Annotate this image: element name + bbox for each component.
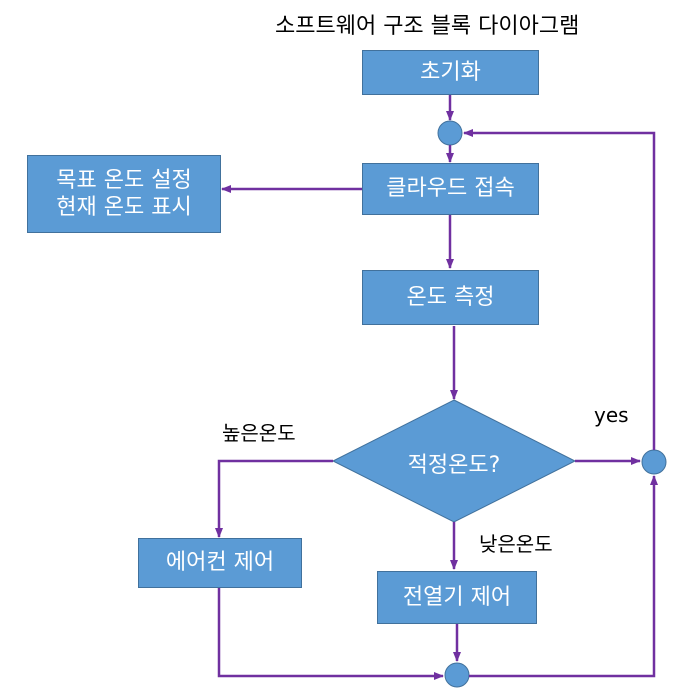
edge-label-high: 높은온도	[222, 421, 296, 445]
arrow-loop-back	[463, 129, 656, 450]
diagram-title: 소프트웨어 구조 블록 다이아그램	[275, 14, 580, 39]
node-cloud-connect: 클라우드 접속	[362, 163, 539, 215]
edge-label-yes: yes	[594, 403, 629, 427]
decision-label: 적정온도?	[407, 453, 501, 478]
arrow-decision-to-aircon	[215, 459, 333, 538]
junction-top	[437, 120, 463, 146]
node-temp-display: 목표 온도 설정 현재 온도 표시	[27, 155, 221, 233]
edge-label-low: 낮은온도	[479, 532, 553, 556]
arrow-aircon-to-bottom	[217, 587, 444, 680]
node-heater-control: 전열기 제어	[377, 571, 537, 624]
node-aircon-control: 에어컨 제어	[138, 538, 302, 588]
junction-right	[641, 449, 667, 475]
arrow-bottom-to-right-junction	[469, 475, 658, 678]
junction-bottom	[444, 662, 470, 688]
node-measure-temp: 온도 측정	[362, 270, 539, 325]
node-init: 초기화	[362, 50, 539, 95]
